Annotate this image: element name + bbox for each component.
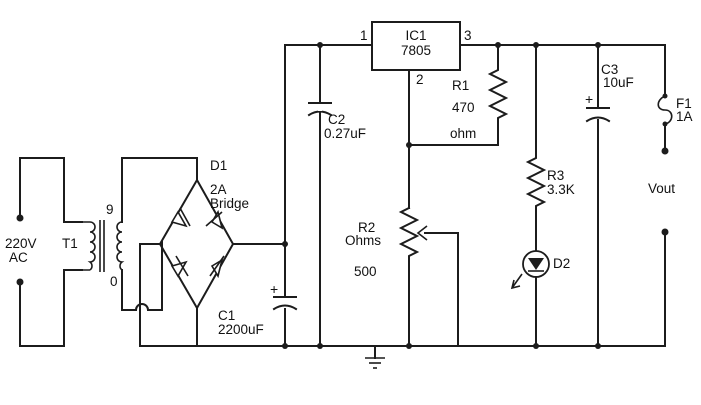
- bridge-diode-bottom-right: [209, 255, 225, 279]
- bridge-diode-top-right: [205, 209, 224, 230]
- ic1-pin2: 2: [416, 72, 424, 87]
- ac-terminal-top: [16, 214, 24, 222]
- t1-secondary-coil: [116, 221, 125, 271]
- potentiometer-r2: R2 Ohms 500: [345, 206, 459, 347]
- rails: [139, 42, 666, 349]
- ic1-label: IC1: [405, 28, 426, 43]
- ac-voltage-label: 220V: [5, 236, 37, 251]
- r1-label: R1: [452, 78, 469, 93]
- c1-label: C1: [218, 308, 235, 323]
- ground-icon: [365, 345, 385, 369]
- transformer-t1: T1 9 0: [62, 157, 198, 347]
- capacitor-c2: C2 0.27uF: [307, 44, 366, 347]
- r2-label: R2: [358, 220, 375, 235]
- t1-label: T1: [62, 236, 78, 251]
- r2-unit: Ohms: [345, 233, 381, 248]
- r2-value: 500: [354, 264, 377, 279]
- ic1-body: [371, 21, 461, 71]
- regulator-ic1: IC1 7805 1 3 2: [360, 21, 472, 209]
- d1-label: D1: [210, 158, 227, 173]
- d2-light-arrow: [510, 273, 523, 290]
- c2-value: 0.27uF: [324, 126, 366, 141]
- resistor-r1: R1 470 ohm: [408, 44, 509, 146]
- t1-tap-9: 9: [106, 202, 114, 217]
- led-d2: D2: [510, 250, 570, 347]
- vout-terminal-top: [661, 147, 669, 155]
- ac-type-label: AC: [9, 250, 28, 265]
- bridge-rectifier-d1: D1 2A Bridge: [139, 158, 286, 347]
- vout-label: Vout: [648, 181, 675, 196]
- ic1-part: 7805: [401, 43, 431, 58]
- bridge-diode-bottom-left: [170, 255, 189, 278]
- r1-unit: ohm: [450, 126, 476, 141]
- t1-tap-0: 0: [110, 274, 118, 289]
- bridge-diode-top-left: [170, 207, 191, 228]
- ac-input: 220V AC: [5, 157, 65, 347]
- r3-label: R3: [547, 168, 564, 183]
- d1-type: Bridge: [210, 196, 249, 211]
- d1-rating: 2A: [210, 182, 227, 197]
- f1-rating: 1A: [676, 109, 693, 124]
- ic1-pin1: 1: [360, 28, 368, 43]
- c3-value: 10uF: [603, 75, 634, 90]
- r1-value: 470: [452, 100, 475, 115]
- c3-plus-sign: +: [585, 91, 593, 107]
- capacitor-c1: + C1 2200uF: [218, 281, 298, 337]
- c1-plus-sign: +: [270, 281, 278, 297]
- output-terminals: Vout: [648, 147, 675, 347]
- f1-label: F1: [676, 96, 692, 111]
- c2-label: C2: [328, 112, 345, 127]
- c3-label: C3: [601, 62, 618, 77]
- t1-primary-coil: [87, 221, 96, 271]
- d2-label: D2: [553, 256, 570, 271]
- r3-value: 3.3K: [547, 182, 575, 197]
- c1-value: 2200uF: [218, 322, 264, 337]
- ic1-pin3: 3: [464, 28, 472, 43]
- capacitor-c3: + C3 10uF: [585, 44, 634, 347]
- resistor-r3: R3 3.3K: [525, 44, 575, 251]
- fuse-f1: F1 1A: [657, 93, 693, 151]
